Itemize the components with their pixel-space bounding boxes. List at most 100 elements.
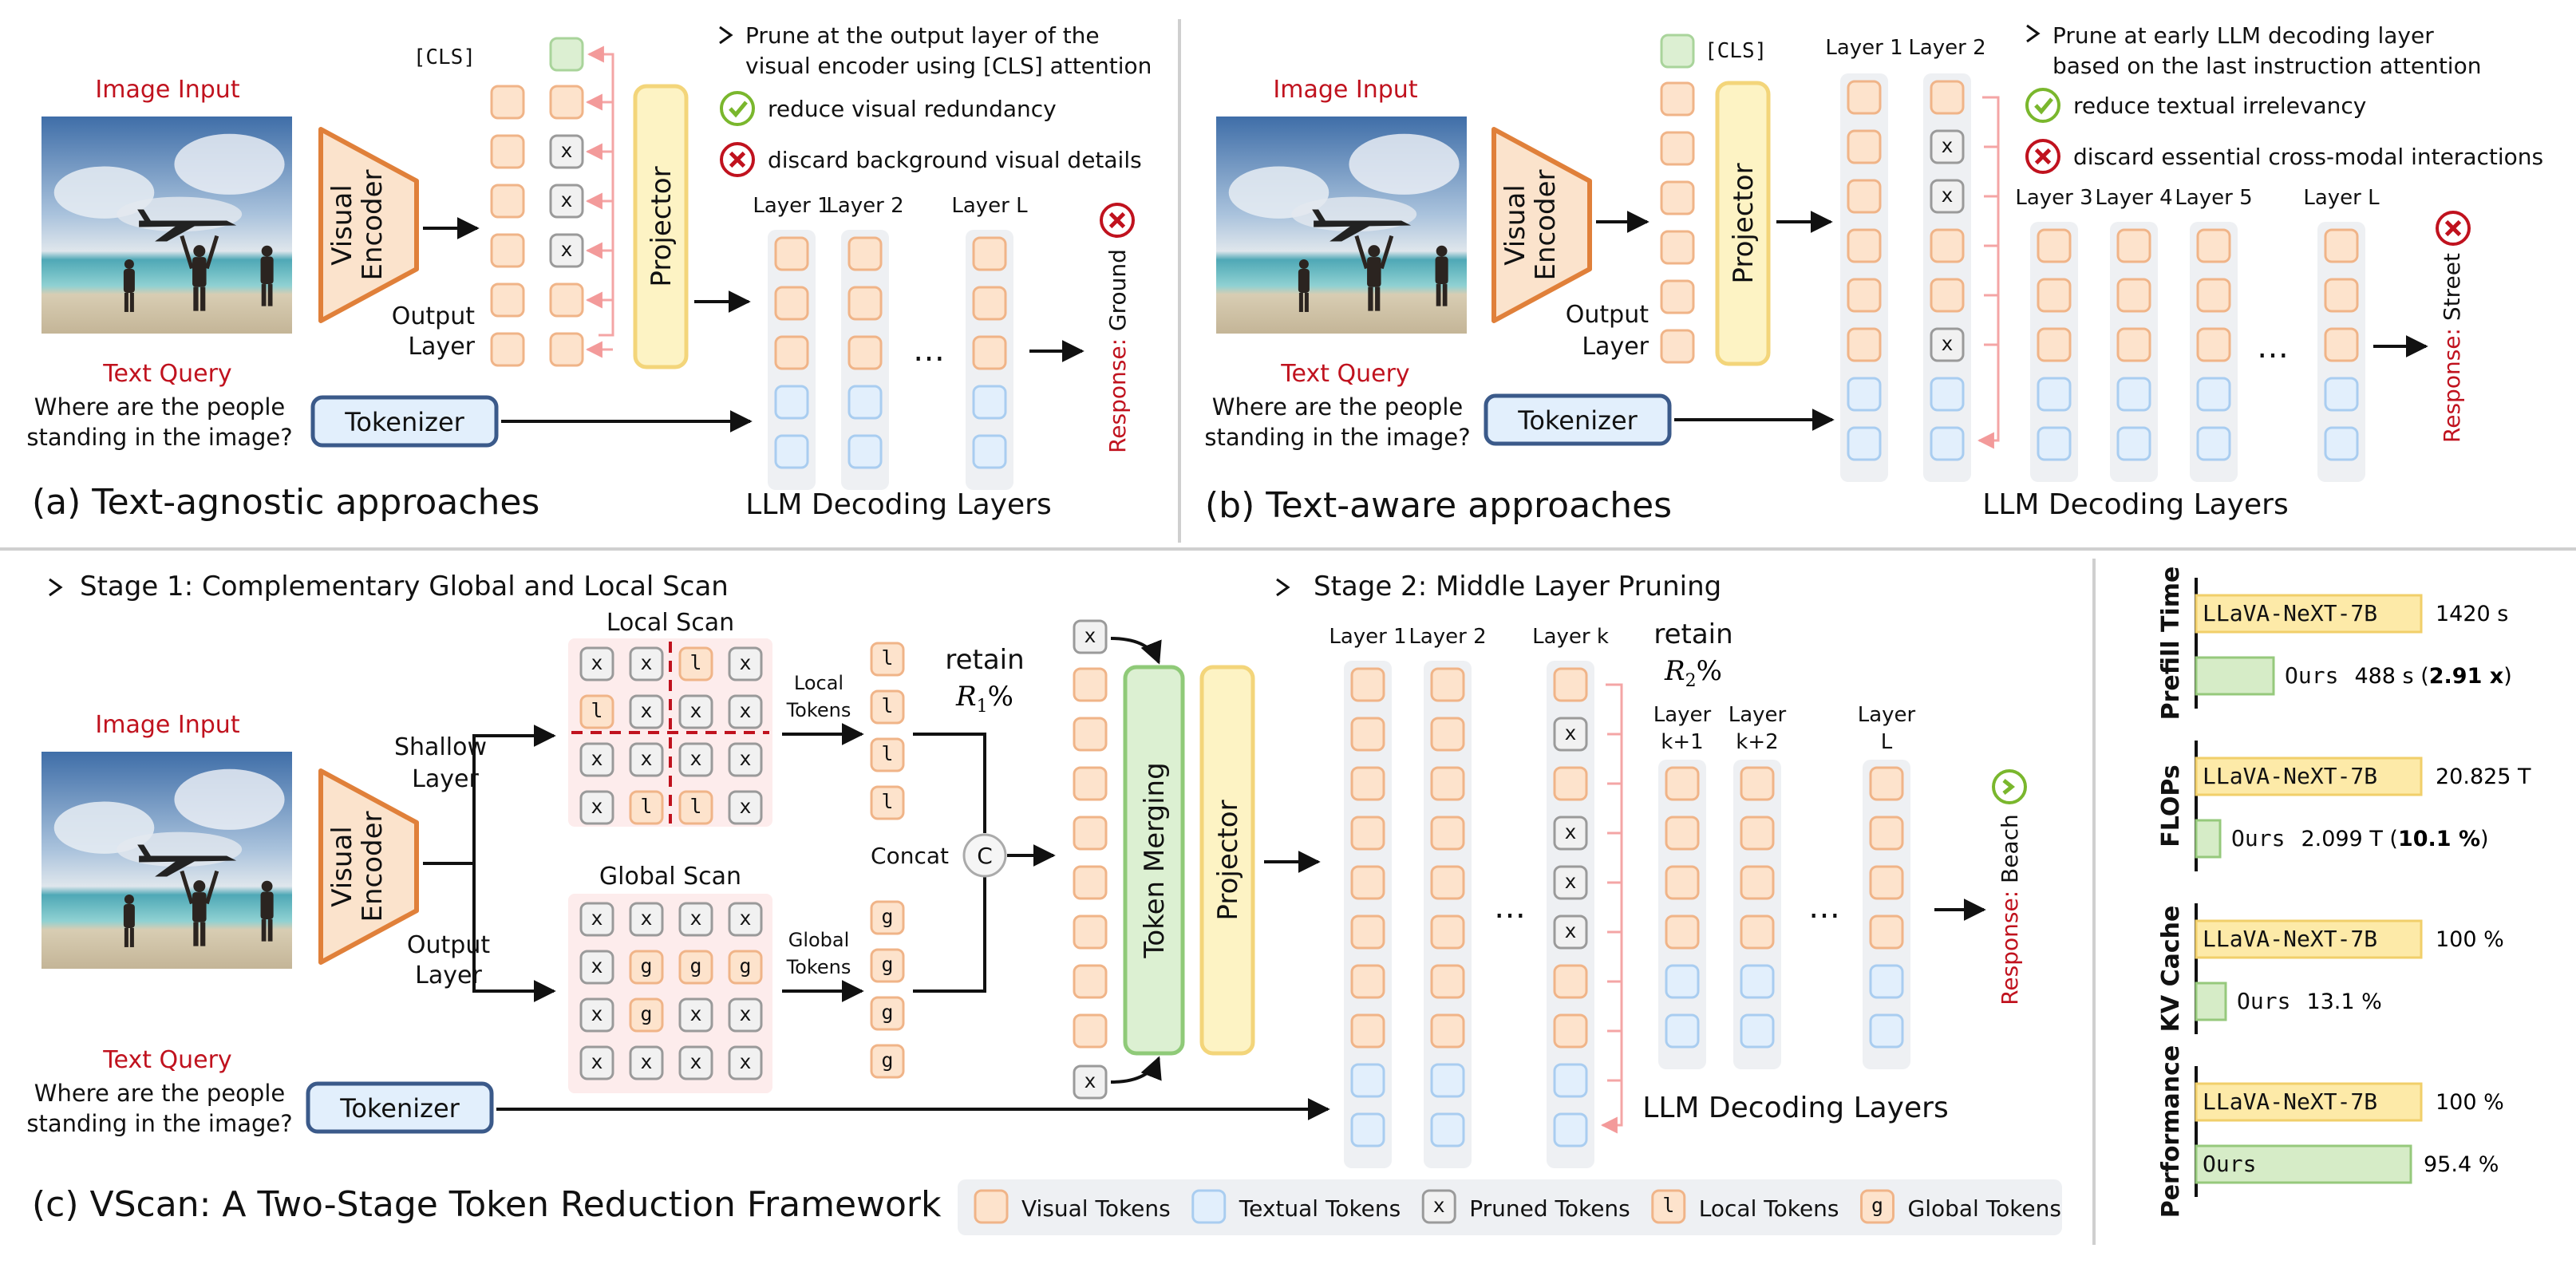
photo-plane [155, 859, 200, 877]
visual-token [1350, 964, 1385, 999]
ratio-pct: % [1697, 655, 1722, 687]
text-token [1430, 1063, 1465, 1098]
text-token [847, 434, 883, 469]
pruned-token-symbol: x [591, 1050, 603, 1073]
pruned-token [1930, 179, 1965, 214]
bar-value: 1420 s [2436, 602, 2508, 626]
attention-bracket [599, 53, 614, 337]
retain-label: retain [1653, 618, 1732, 650]
text-token [2324, 426, 2359, 461]
visual-token [2196, 228, 2231, 263]
chart-title: Performance [2157, 1045, 2185, 1219]
tokenizer [310, 395, 499, 448]
baseline-bar [2195, 919, 2423, 959]
visual-token [972, 286, 1007, 321]
photo-person [1298, 259, 1309, 269]
global-token [870, 996, 905, 1031]
pruned-token-symbol: x [1565, 721, 1577, 745]
visual-token [2116, 228, 2151, 263]
photo-person [180, 235, 194, 270]
layer-label: L [1881, 730, 1893, 754]
visual-token [1847, 228, 1882, 263]
visual-token [1847, 179, 1882, 214]
bar-value-label: 13.1 % [2306, 989, 2381, 1014]
visual-token [2037, 228, 2072, 263]
ours-bar [2195, 1144, 2412, 1184]
con-text: discard essential cross-modal interactio… [2073, 144, 2543, 170]
photo-person [129, 292, 134, 312]
text-token [1740, 964, 1775, 999]
bar-value-label: 2.099 T (10.1 %) [2301, 827, 2488, 851]
visual-token [1430, 667, 1465, 702]
tokenizer-label: Tokenizer [344, 407, 464, 437]
visual-encoder [318, 127, 419, 323]
local-tokens-label: Local [794, 672, 844, 694]
photo-person [1368, 286, 1373, 311]
text-token [2116, 377, 2151, 412]
photo-person [1298, 292, 1303, 312]
ellipsis: … [1494, 889, 1526, 926]
visual-token [1847, 278, 1882, 313]
photo-person [260, 256, 274, 285]
photo-person [200, 286, 206, 311]
pruned-token-symbol: x [1942, 332, 1954, 355]
visual-token [1847, 80, 1882, 115]
ellipsis: … [2257, 329, 2289, 365]
pruned-token [1553, 717, 1588, 752]
visual-token [847, 236, 883, 271]
visual-token [490, 134, 525, 169]
global-token-symbol: g [690, 954, 702, 978]
visual-token [1740, 914, 1775, 950]
visual-token [2324, 228, 2359, 263]
check-icon-mark [2034, 97, 2053, 115]
bullet-arrow-icon [1276, 578, 1290, 597]
local-token [870, 642, 905, 677]
retain-label: retain [945, 644, 1024, 676]
photo-person [1442, 284, 1448, 306]
text-query-label: Text Query [1280, 360, 1409, 388]
pruned-token [1073, 619, 1108, 654]
layer-label: Layer 4 [2095, 186, 2172, 210]
pruned-token [549, 233, 584, 268]
airplane-photo [1216, 117, 1467, 334]
visual-token [1073, 964, 1108, 999]
bar-category-label: Ours [2203, 1151, 2256, 1177]
pro-text: reduce textual irrelevancy [2073, 93, 2366, 119]
question-text: standing in the image? [26, 424, 292, 451]
bar-value: 20.825 T [2436, 764, 2531, 789]
visual-token [1430, 816, 1465, 851]
layer-label: Layer 1 [1825, 36, 1902, 60]
text-token [1847, 377, 1882, 412]
layer-label: Layer [1653, 703, 1712, 727]
ours-bar [2195, 819, 2222, 859]
bullet-text: visual encoder using [CLS] attention [745, 53, 1152, 79]
baseline-bar [2195, 1082, 2423, 1122]
bar-value-label: 95.4 % [2424, 1152, 2499, 1177]
visual-token [1073, 816, 1108, 851]
visual-token [1350, 914, 1385, 950]
output-layer-label: Layer [408, 333, 475, 361]
tokenizer [306, 1081, 494, 1134]
bar-value: 2.099 T ( [2301, 827, 2398, 851]
visual-token [847, 286, 883, 321]
legend-label: Textual Tokens [1239, 1195, 1401, 1222]
photo-person [261, 919, 267, 942]
decoding-layers-label: LLM Decoding Layers [1982, 488, 2288, 521]
layer-label: Layer 5 [2175, 186, 2252, 210]
visual-token [2196, 327, 2231, 362]
visual-token [1665, 865, 1700, 900]
visual-token [1430, 1013, 1465, 1049]
check-icon [720, 91, 755, 126]
text-token [2037, 426, 2072, 461]
local-token-symbol: l [882, 694, 894, 717]
photo-person [260, 891, 274, 920]
output-layer-label: Layer [415, 962, 482, 989]
pruned-token-symbol: x [1942, 184, 1954, 207]
pruned-token [1553, 865, 1588, 900]
global-token [870, 948, 905, 983]
pro-text: reduce visual redundancy [768, 96, 1057, 122]
global-token [629, 950, 664, 985]
local-token-symbol: l [882, 742, 894, 765]
pruned-token-symbol: x [641, 747, 653, 770]
global-token [870, 1044, 905, 1079]
